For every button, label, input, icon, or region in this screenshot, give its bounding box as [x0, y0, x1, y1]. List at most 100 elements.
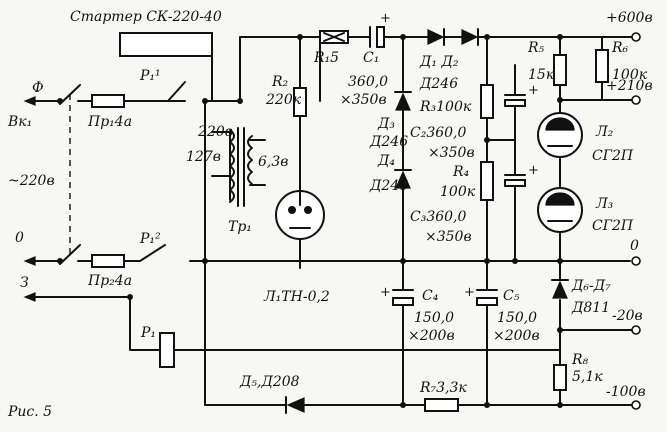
r4-name: R₄	[452, 164, 470, 180]
ground-label: З	[20, 275, 29, 291]
relay-contact-2-label: P₁²	[139, 231, 161, 247]
diode-d2	[461, 28, 479, 46]
relay-coil	[159, 332, 175, 368]
r8-name: R₈	[571, 352, 589, 368]
transformer	[229, 127, 253, 207]
svg-text:+: +	[464, 285, 475, 300]
c4-value: 150,0	[414, 310, 454, 326]
starter-box	[119, 32, 213, 57]
lamp-l3	[537, 187, 583, 233]
switch-label: Вк₁	[7, 114, 32, 130]
out-m100-label: -100в	[606, 384, 646, 400]
svg-text:+: +	[528, 83, 539, 98]
starter-label: Стартер СК-220-40	[70, 9, 222, 25]
capacitor-c5: +	[464, 285, 498, 306]
zero-input-label: 0	[15, 230, 24, 246]
out-zero-label: 0	[630, 238, 639, 254]
d1-d2-type: Д246	[419, 76, 458, 92]
lamp-l2	[537, 112, 583, 158]
c3-voltage: ×350в	[425, 229, 472, 245]
d4-type: Д246	[369, 178, 408, 194]
d6-d7-name: Д₆-Д₇	[571, 278, 611, 294]
lamp-l3-name: Л₃	[595, 196, 614, 212]
r5-value: 15к	[528, 67, 555, 83]
lamp-l1-label: Л₁ТН-0,2	[263, 289, 330, 305]
c2-c3-side-wire	[486, 64, 516, 263]
relay-contact-2	[139, 244, 166, 262]
diode-d6-d7	[551, 279, 569, 299]
svg-text:+: +	[380, 285, 391, 300]
lamp-l2-type: СГ2П	[592, 148, 634, 164]
out-210-label: +210в	[606, 78, 653, 94]
d6-d7-type: Д811	[571, 300, 610, 316]
resistor-r2	[293, 87, 307, 117]
r5-name: R₅	[527, 40, 545, 56]
c1-value: 360,0	[348, 74, 388, 90]
c2-label: С₂360,0	[410, 125, 466, 141]
fuse-2	[91, 254, 125, 268]
lamp-l1	[275, 187, 325, 240]
capacitor-c1: +	[369, 11, 391, 48]
diode-d5	[285, 396, 305, 414]
fuse-2-label: Пр₂4а	[87, 273, 132, 289]
r2-name: R₂	[271, 74, 289, 90]
r8-value: 5,1к	[572, 369, 603, 385]
phase-label: Ф	[32, 80, 44, 96]
junction-dots	[127, 34, 563, 408]
svg-text:+: +	[528, 163, 539, 178]
d4-name: Д₄	[377, 153, 395, 169]
secondary-label: 6,3в	[258, 154, 288, 170]
primary-220-label: 220в	[197, 124, 233, 140]
phase-arrow-icon	[23, 96, 36, 106]
primary-127-label: 127в	[186, 149, 221, 165]
ac-voltage-label: ~220в	[8, 173, 55, 189]
lamp-l2-name: Л₂	[595, 124, 614, 140]
relay-contact-1	[167, 81, 186, 102]
capacitor-c3: +	[504, 163, 539, 187]
d3-name: Д₃	[377, 116, 395, 132]
fuse-1	[91, 94, 125, 108]
diode-d4	[394, 169, 412, 189]
figure-caption: Рис. 5	[7, 404, 52, 420]
c5-value: 150,0	[497, 310, 537, 326]
relay-coil-label: P₁	[140, 325, 156, 341]
r1-label: R₁5	[313, 50, 339, 66]
lamp-l3-type: СГ2П	[592, 218, 634, 234]
diode-d1	[427, 28, 445, 46]
capacitor-c2: +	[504, 83, 539, 107]
c5-voltage: ×200в	[493, 328, 540, 344]
d5-label: Д₅,Д208	[239, 374, 300, 390]
relay-contact-1-label: P₁¹	[139, 68, 161, 84]
resistor-r3	[480, 84, 494, 119]
c2-voltage: ×350в	[428, 145, 475, 161]
r2-value: 220к	[265, 92, 302, 108]
transformer-primary-wire	[211, 131, 231, 201]
fuse-1-label: Пр₁4а	[87, 114, 132, 130]
resistor-r8	[553, 364, 567, 391]
r3-label: R₃100к	[419, 99, 472, 115]
out-m20-label: -20в	[612, 308, 643, 324]
capacitor-c4: +	[380, 285, 414, 306]
transformer-label: Тр₁	[228, 219, 252, 235]
d3-type: Д246	[369, 134, 408, 150]
phase-wire	[29, 36, 321, 102]
c3-label: С₃360,0	[410, 209, 466, 225]
c1-voltage: ×350в	[340, 92, 387, 108]
switch-blade-2[interactable]	[59, 244, 81, 265]
ground-arrow-icon	[23, 292, 36, 302]
resistor-r6	[595, 49, 609, 83]
r4-value: 100к	[440, 184, 476, 200]
r6-value: 100к	[612, 67, 648, 83]
resistor-r7	[424, 398, 459, 412]
resistor-r5	[553, 54, 567, 86]
c5-name: С₅	[503, 288, 520, 304]
r6-name: R₆	[611, 40, 629, 56]
diode-d3	[394, 91, 412, 111]
r7-label: R₇3,3к	[419, 380, 467, 396]
out-600-label: +600в	[606, 10, 653, 26]
c4-voltage: ×200в	[408, 328, 455, 344]
transformer-secondary-wire	[249, 139, 266, 186]
c1-name: С₁	[363, 50, 379, 66]
output-terminals	[631, 32, 641, 410]
